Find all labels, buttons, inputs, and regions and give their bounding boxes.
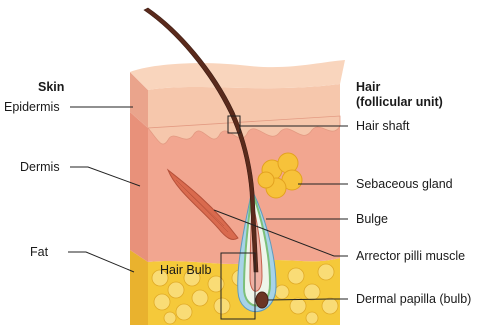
sebaceous-gland-label: Sebaceous gland xyxy=(356,177,453,191)
hair-heading: Hair xyxy=(356,80,380,95)
fat-leader xyxy=(68,252,134,272)
dermal-papilla xyxy=(256,292,268,308)
dermis-label: Dermis xyxy=(20,160,60,174)
follicular-unit-heading: (follicular unit) xyxy=(356,95,443,110)
arrector-pili-label: Arrector pilli muscle xyxy=(356,249,465,263)
epidermis-label: Epidermis xyxy=(4,100,60,114)
dermal-papilla-label: Dermal papilla (bulb) xyxy=(356,292,471,306)
hair-bulb-label: Hair Bulb xyxy=(160,263,211,277)
dermis-leader xyxy=(70,167,140,186)
bulge-label: Bulge xyxy=(356,212,388,226)
hair-shaft-label: Hair shaft xyxy=(356,119,410,133)
fat-label: Fat xyxy=(30,245,48,259)
skin-heading: Skin xyxy=(38,80,64,95)
